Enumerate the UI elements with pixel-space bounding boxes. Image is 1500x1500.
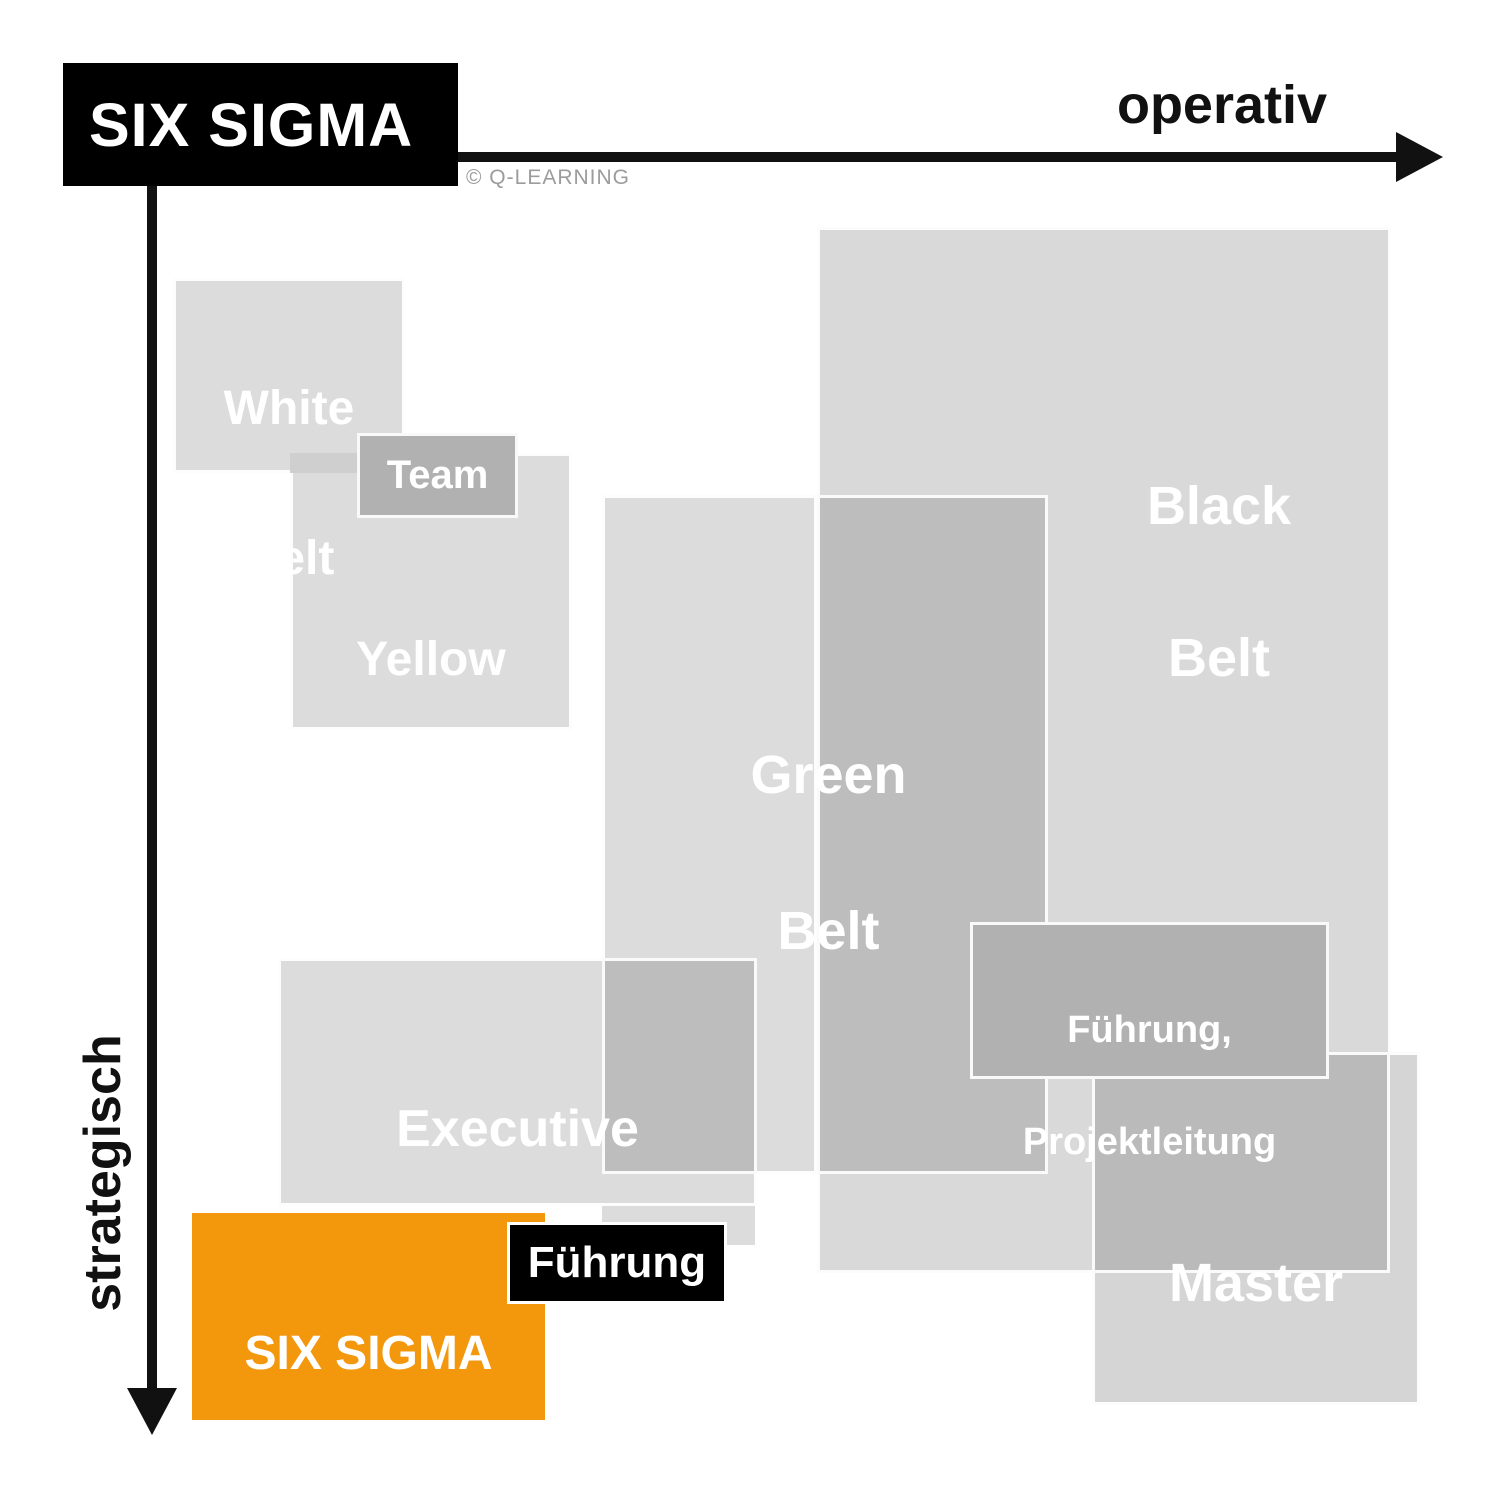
team-box — [357, 433, 518, 518]
y-axis-line — [147, 186, 157, 1390]
yellow-belt-label: Yellow Belt — [356, 633, 506, 842]
title-box: SIX SIGMA — [63, 63, 458, 186]
y-axis-label: strategisch — [74, 1034, 132, 1312]
six-sigma-champion-box — [192, 1213, 545, 1420]
black-belt-label: Black Belt — [1146, 476, 1292, 688]
y-axis-arrowhead-icon — [127, 1388, 177, 1435]
fuehrung-projektleitung-box — [970, 922, 1329, 1079]
yellow-belt-box — [290, 453, 572, 730]
fuehrung-box: Führung — [507, 1222, 727, 1304]
executive-green-overlap-box — [602, 958, 757, 1174]
green-belt-label: Green Belt — [750, 745, 907, 961]
watermark: © Q-LEARNING — [466, 166, 630, 189]
white-belt-label: White Belt — [223, 382, 355, 585]
fuehrung-projektleitung-label: Führung, Projektleitung — [1022, 1009, 1277, 1163]
x-axis-line — [458, 152, 1398, 162]
team-label: Team — [386, 453, 489, 497]
master-black-belt-label: Master Black Belt — [1125, 1253, 1387, 1477]
six-sigma-champion-label: SIX SIGMA Champion — [244, 1327, 493, 1500]
x-axis-label: operativ — [1116, 75, 1328, 135]
white-yellow-overlap — [290, 453, 357, 473]
x-axis-arrowhead-icon — [1396, 132, 1443, 182]
